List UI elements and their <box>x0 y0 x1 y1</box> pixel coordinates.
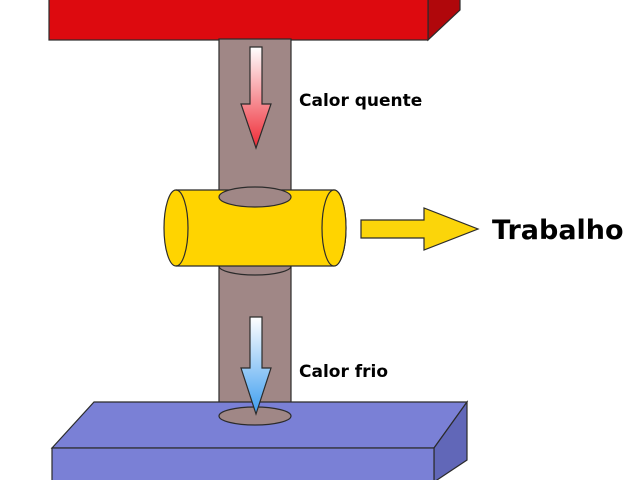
engine-left-edge <box>175 189 189 267</box>
work-label: Trabalho <box>492 215 624 246</box>
hot-reservoir <box>48 0 461 42</box>
work-arrow <box>360 207 480 251</box>
hot-reservoir-front <box>48 0 429 41</box>
cold-heat-label: Calor frio <box>299 362 388 382</box>
engine-right-cap <box>321 189 347 267</box>
hot-heat-arrow <box>240 46 272 150</box>
cold-reservoir-front <box>51 447 435 480</box>
engine-cylinder <box>163 189 347 276</box>
cold-heat-arrow <box>240 316 272 416</box>
hot-reservoir-side <box>427 0 461 42</box>
hot-heat-label: Calor quente <box>299 91 422 111</box>
cold-reservoir-side <box>433 400 468 480</box>
lower-rod-top-edge <box>218 265 292 276</box>
upper-rod-opening <box>218 186 292 208</box>
